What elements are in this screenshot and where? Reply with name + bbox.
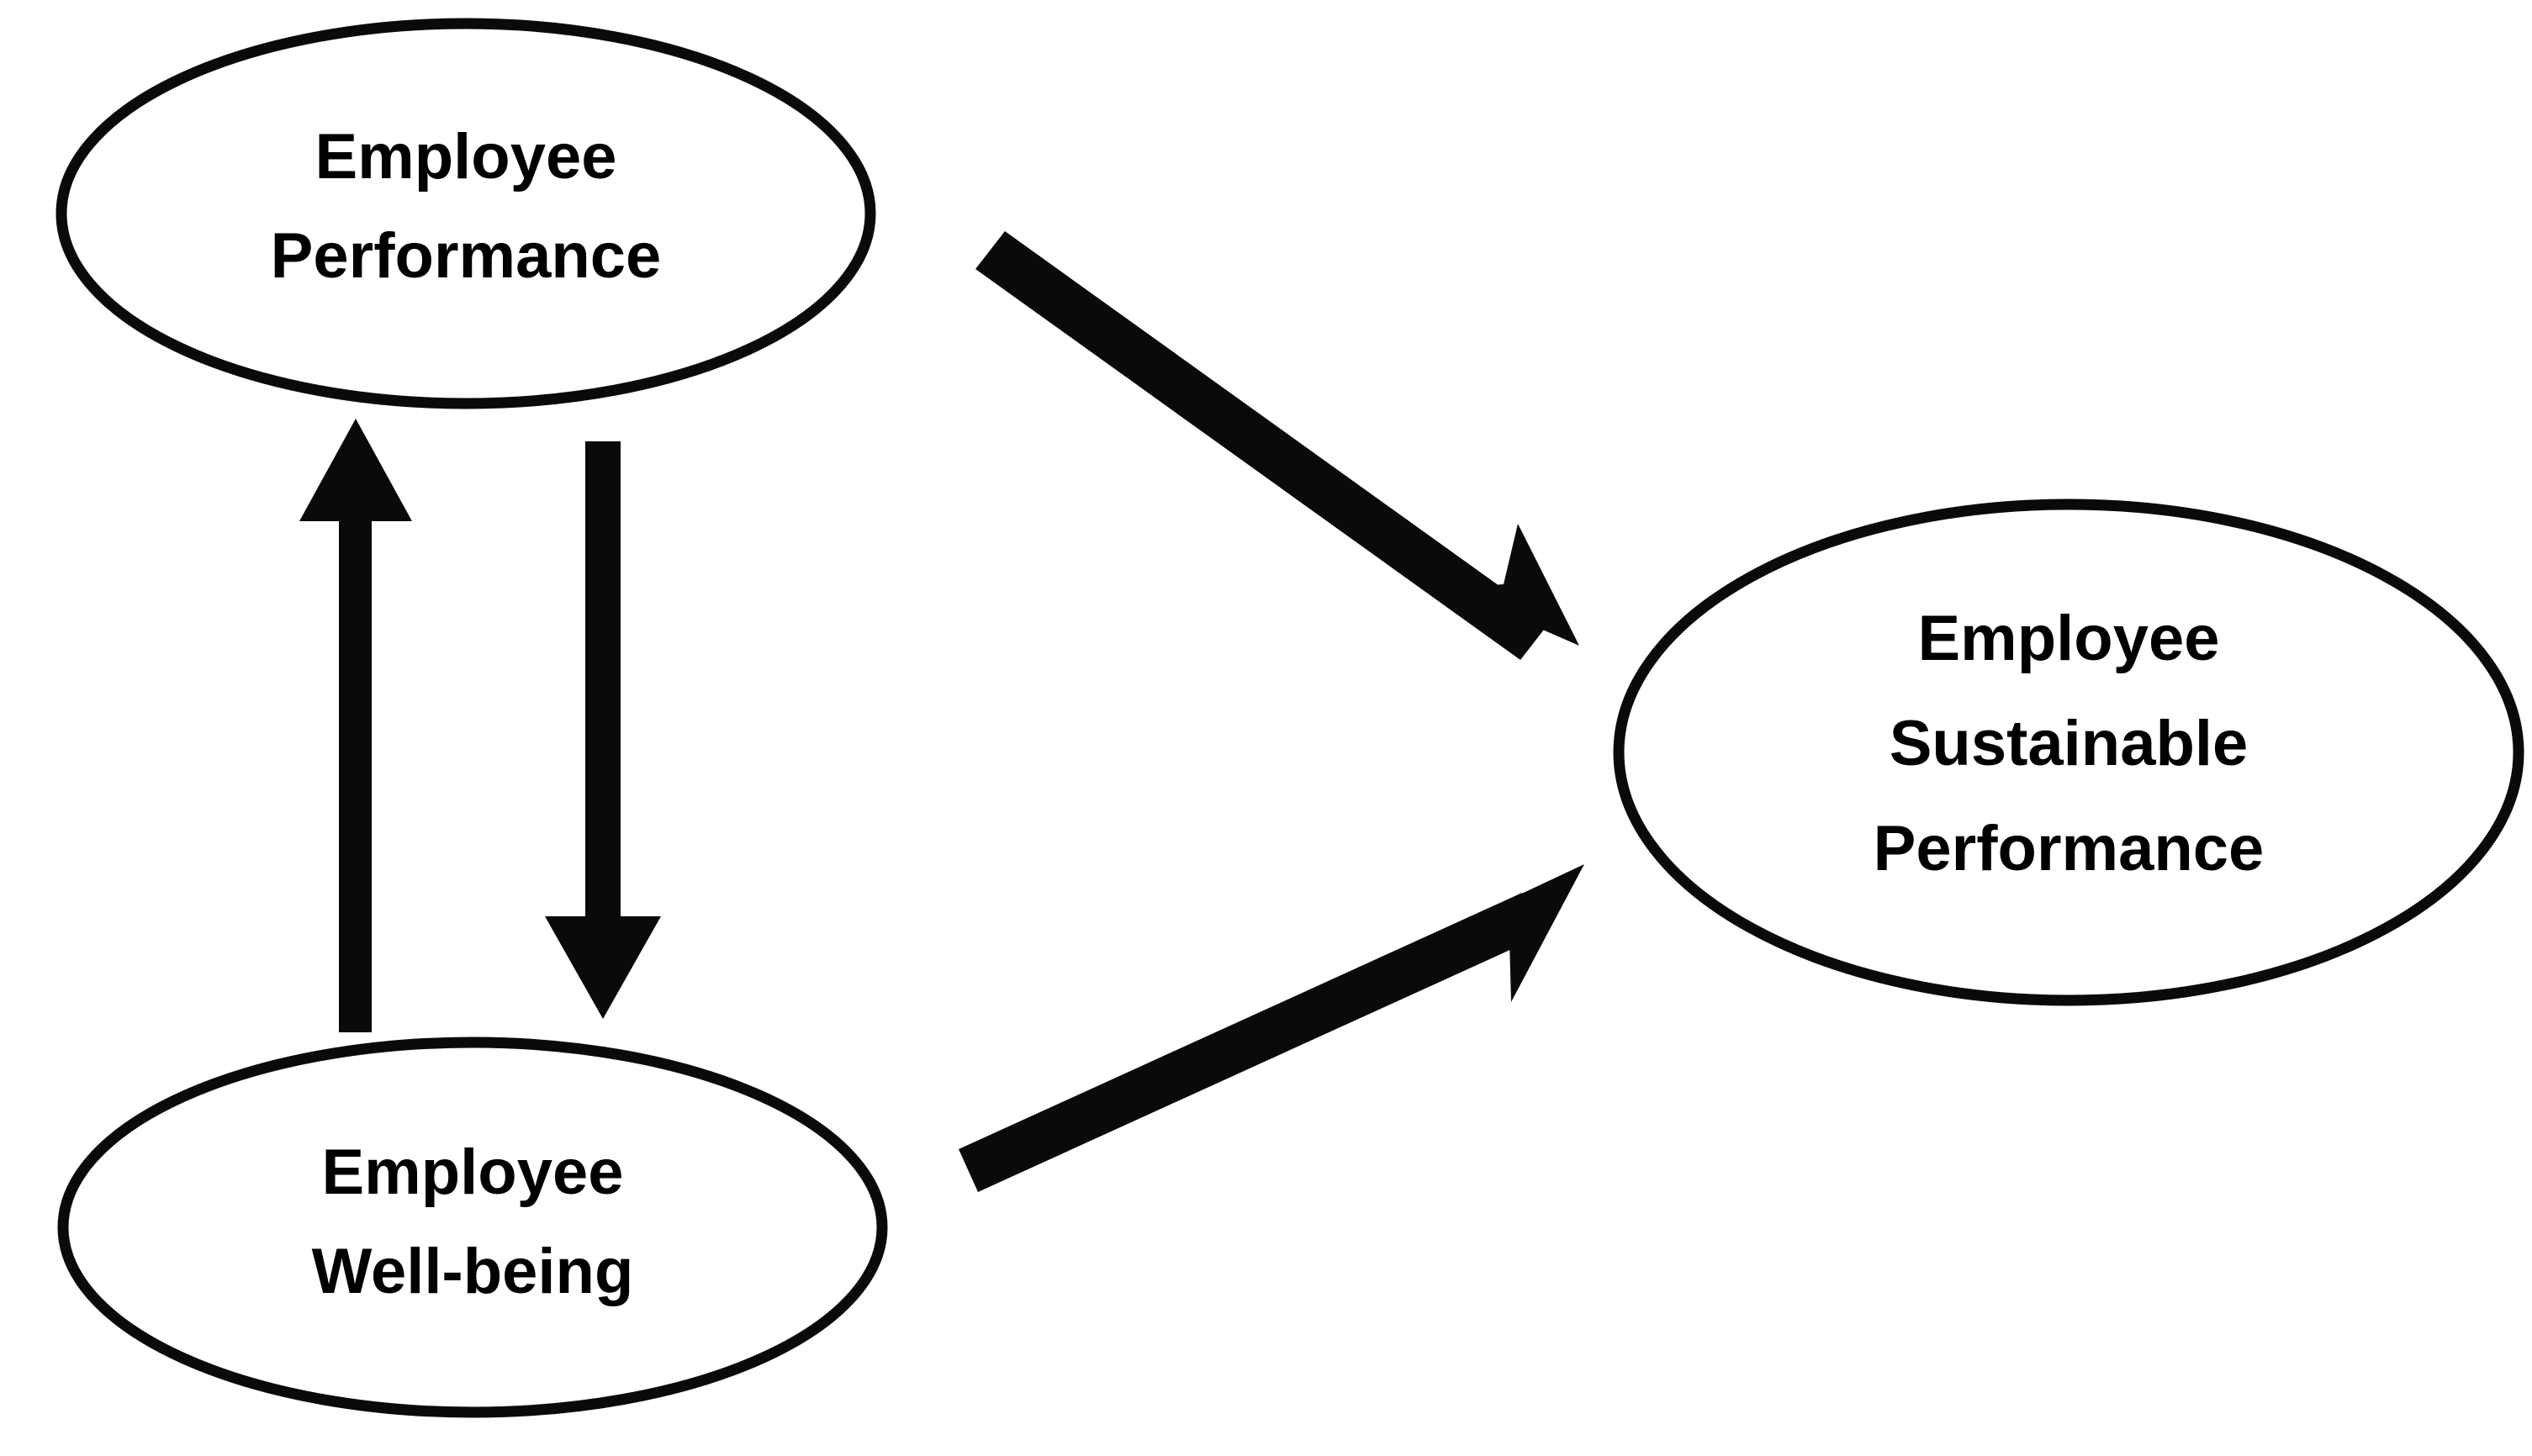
node-employee-well-being[interactable]: Employee Well-being [57,1037,888,1418]
employee-well-being-label-line1: Employee [321,1137,623,1208]
arrow-diagonal-up-right-shaft [959,893,1541,1192]
employee-well-being-ellipse [57,1037,888,1418]
arrow-well-being-to-performance[interactable] [299,419,412,1032]
arrow-performance-to-sustainable[interactable] [975,231,1579,660]
arrow-down-shaft [585,441,621,937]
arrow-down-head [545,916,661,1019]
employee-sustainable-performance-ellipse [1613,499,2524,1006]
employee-sustainable-performance-label-line3: Performance [1874,813,2265,884]
node-employee-performance[interactable]: Employee Performance [56,18,876,409]
arrow-up-shaft-and-head [339,511,372,1032]
arrow-diagonal-up-right-head [1456,864,1584,1002]
arrow-performance-to-well-being[interactable] [545,441,661,1019]
node-employee-sustainable-performance[interactable]: Employee Sustainable Performance [1613,499,2524,1006]
arrow-up-head [299,419,412,521]
employee-performance-ellipse [56,18,876,409]
arrow-diagonal-down-right-shaft [975,231,1550,660]
employee-sustainable-performance-label-line2: Sustainable [1890,708,2249,779]
employee-sustainable-performance-label-line1: Employee [1917,603,2219,674]
arrow-well-being-to-sustainable[interactable] [959,864,1584,1192]
employee-performance-label-line1: Employee [315,121,616,193]
arrow-diagonal-down-right-head [1448,524,1579,646]
employee-performance-label-line2: Performance [271,220,662,292]
employee-well-being-label-line2: Well-being [312,1236,634,1307]
